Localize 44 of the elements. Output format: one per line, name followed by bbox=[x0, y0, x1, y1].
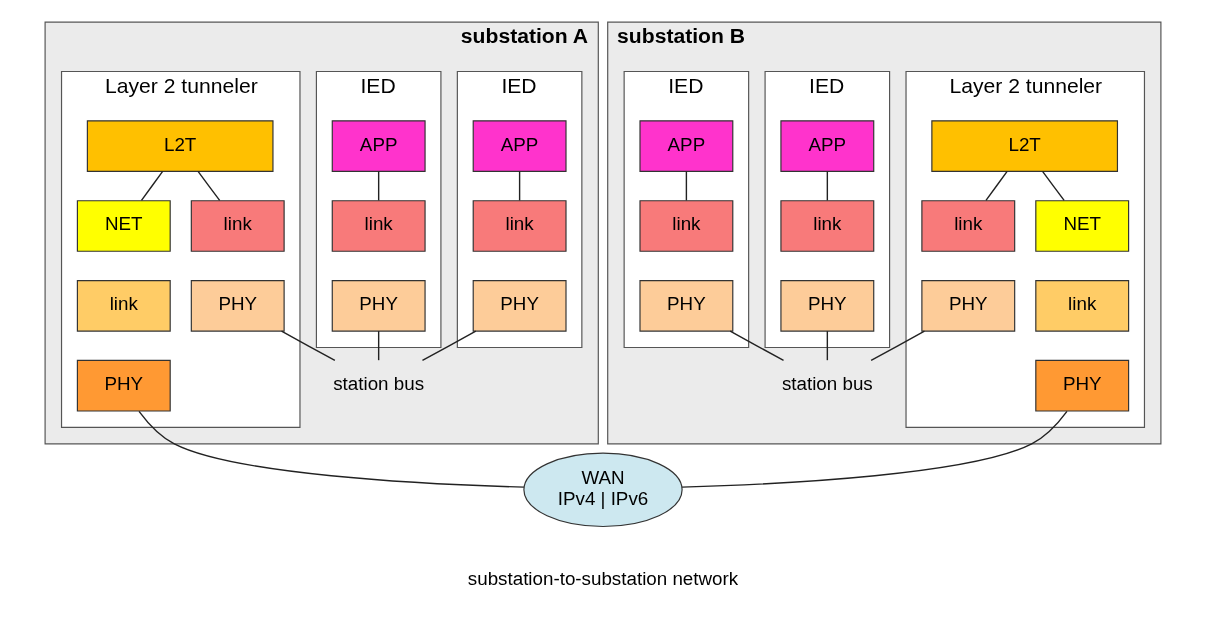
node-box: PHY bbox=[76, 359, 171, 412]
node-box: PHY bbox=[921, 280, 1016, 332]
node-box: link bbox=[921, 200, 1016, 252]
node-box: NET bbox=[1035, 200, 1130, 252]
connector bbox=[197, 170, 221, 202]
connector bbox=[140, 170, 164, 202]
connector bbox=[377, 170, 380, 202]
node-box: L2T bbox=[86, 120, 274, 172]
connector bbox=[1041, 170, 1065, 202]
node-box: PHY bbox=[780, 280, 875, 332]
connector bbox=[377, 330, 380, 361]
node-box: link bbox=[639, 200, 734, 252]
node-box: link bbox=[472, 200, 567, 252]
node-text: station bus bbox=[781, 373, 873, 395]
node-box: link bbox=[76, 280, 171, 332]
node-box: link bbox=[190, 200, 285, 252]
node-text: station bus bbox=[333, 373, 425, 395]
connector bbox=[421, 330, 477, 362]
node-box: APP bbox=[472, 120, 567, 172]
connector bbox=[681, 410, 1068, 488]
node-box: PHY bbox=[472, 280, 567, 332]
node-box: PHY bbox=[190, 280, 285, 332]
connector bbox=[518, 170, 521, 202]
connector bbox=[138, 410, 525, 488]
node-box: PHY bbox=[1035, 359, 1130, 412]
node-box: APP bbox=[639, 120, 734, 172]
connector bbox=[870, 330, 926, 362]
connector bbox=[685, 170, 688, 202]
connector bbox=[985, 170, 1008, 202]
node-box: L2T bbox=[931, 120, 1119, 172]
node-box: link bbox=[780, 200, 875, 252]
node-box: NET bbox=[76, 200, 171, 252]
node-box: link bbox=[331, 200, 426, 252]
node-ellipse: WAN IPv4 | IPv6 bbox=[523, 452, 683, 528]
connector bbox=[826, 170, 829, 202]
node-box: PHY bbox=[331, 280, 426, 332]
node-label: substation-to-substation network bbox=[467, 568, 739, 590]
node-box: APP bbox=[780, 120, 875, 172]
connector bbox=[826, 330, 829, 361]
connector bbox=[729, 330, 785, 362]
node-box: PHY bbox=[639, 280, 734, 332]
connector bbox=[280, 330, 336, 362]
node-box: APP bbox=[331, 120, 426, 172]
node-box: link bbox=[1035, 280, 1130, 332]
